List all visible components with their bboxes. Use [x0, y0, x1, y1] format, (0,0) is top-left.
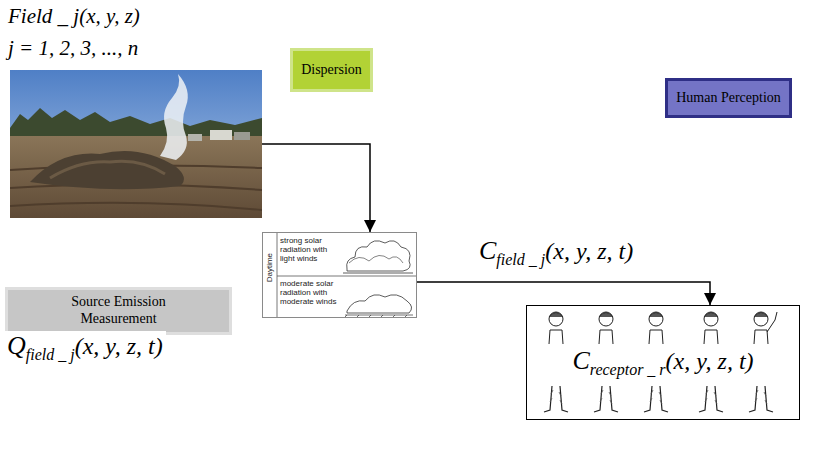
trouser-stripes	[600, 390, 612, 404]
trouser-stripes	[705, 390, 717, 404]
vehicle	[210, 130, 232, 140]
person-legs	[749, 386, 773, 412]
caption-text: strong solar radiation with light winds	[280, 236, 342, 264]
person-hair	[549, 313, 563, 318]
person-head	[704, 312, 718, 326]
box-label: Dispersion	[301, 62, 362, 79]
person-body	[754, 330, 768, 344]
person-head	[549, 312, 563, 326]
waving-arm	[767, 312, 777, 332]
vehicle	[188, 134, 202, 141]
steam-plume	[160, 74, 188, 160]
caption-text: Field _ j(x, y, z)	[8, 4, 140, 29]
person-head	[754, 312, 768, 326]
box-label: Human Perception	[676, 90, 781, 107]
person-legs	[644, 386, 668, 412]
trouser-stripes	[755, 390, 767, 404]
dispersion-illustration: Daytime strong solar radiation with light…	[262, 232, 417, 318]
formula-part: (x, y, z, t)	[666, 348, 754, 374]
person-hair	[704, 313, 718, 318]
looping-plume	[347, 241, 410, 271]
caption-text: j = 1, 2, 3, ..., n	[8, 36, 138, 61]
field-photo-image	[10, 70, 262, 218]
trouser-stripes	[650, 390, 662, 404]
flow-arrow	[262, 144, 370, 232]
box-label: Source Emission Measurement	[49, 294, 189, 328]
caption-text: Daytime	[265, 248, 274, 288]
person-legs	[699, 386, 723, 412]
caption-text: moderate solar radiation with moderate w…	[280, 279, 342, 307]
mound-texture	[50, 161, 165, 178]
person-body	[649, 330, 663, 344]
receptor-box: Creceptor _ r(x, y, z, t)	[526, 305, 800, 420]
formula-label: Qfield _ j(x, y, z, t)	[4, 331, 166, 364]
divider-line	[277, 276, 416, 277]
person-legs	[544, 386, 568, 412]
person-head	[649, 312, 663, 326]
formula-row: Creceptor _ r(x, y, z, t)	[527, 346, 799, 379]
formula-part: (x, y, z, t)	[545, 238, 633, 264]
person-hair	[649, 313, 663, 318]
formula-part: field _ j	[496, 251, 545, 268]
person-legs	[594, 386, 618, 412]
vehicle	[234, 132, 250, 140]
ground-hatch	[343, 315, 413, 317]
field-soil	[10, 136, 262, 218]
formula-part: field _ j	[26, 346, 75, 363]
coning-plume	[347, 295, 412, 313]
person-hair	[754, 313, 768, 318]
trouser-stripes	[550, 390, 562, 404]
formula-label: Cfield _ j(x, y, z, t)	[476, 236, 636, 269]
process-box: Source Emission Measurement	[5, 287, 232, 335]
ground-line	[343, 273, 413, 274]
flow-arrow	[417, 282, 710, 305]
formula-part: Q	[7, 331, 26, 360]
person-hair	[599, 313, 613, 318]
tree-line	[10, 108, 262, 140]
person-body	[704, 330, 718, 344]
field-photo: Field _ j(x, y, z) j = 1, 2, 3, ..., n	[8, 4, 262, 218]
compost-mound	[30, 151, 184, 189]
person-head	[599, 312, 613, 326]
formula-part: receptor _ r	[590, 361, 666, 378]
formula-part: C	[479, 236, 496, 265]
formula-part: C	[572, 346, 589, 375]
plume-detail	[349, 255, 403, 263]
process-box: Dispersion	[290, 48, 373, 92]
person-body	[599, 330, 613, 344]
person-body	[549, 330, 563, 344]
process-box: Human Perception	[665, 78, 792, 118]
sky	[10, 70, 262, 218]
formula-part: (x, y, z, t)	[75, 333, 163, 359]
divider-line	[277, 233, 278, 317]
